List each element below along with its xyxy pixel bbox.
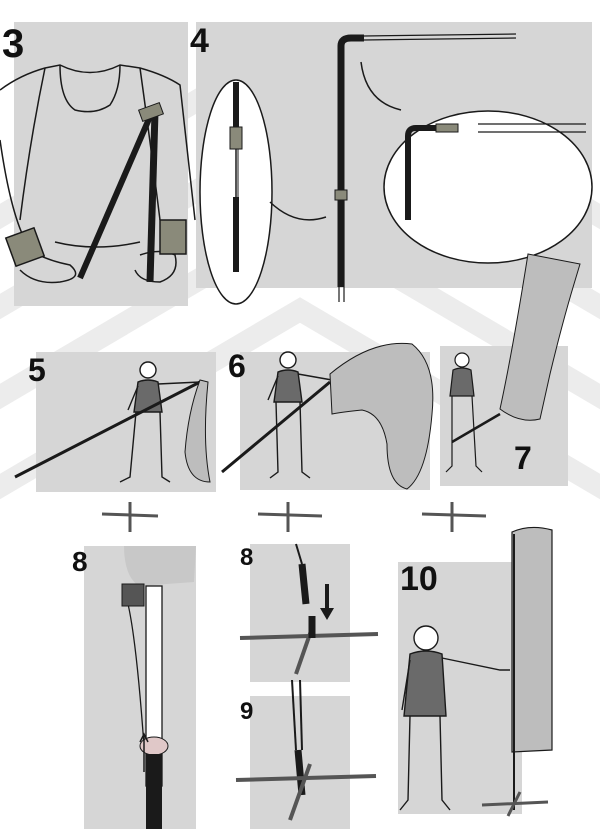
step-5-number: 5 [28,354,46,386]
cross-base-icon-1 [100,498,160,538]
step-9-number: 9 [240,700,253,724]
step-4-number: 4 [190,24,209,58]
step-3-number: 3 [2,24,24,64]
step-6-illustration [222,334,442,494]
step-8b-number: 8 [240,546,253,570]
step-8a-number: 8 [72,548,88,576]
step-6-number: 6 [228,350,246,382]
step-7-number: 7 [514,442,532,474]
step-8b-illustration [232,544,392,684]
step-9-illustration [232,680,392,830]
step-8a-illustration [84,546,196,829]
step-10-number: 10 [400,562,438,596]
step-3-illustration [0,20,200,310]
cross-base-icon-2 [256,498,326,538]
